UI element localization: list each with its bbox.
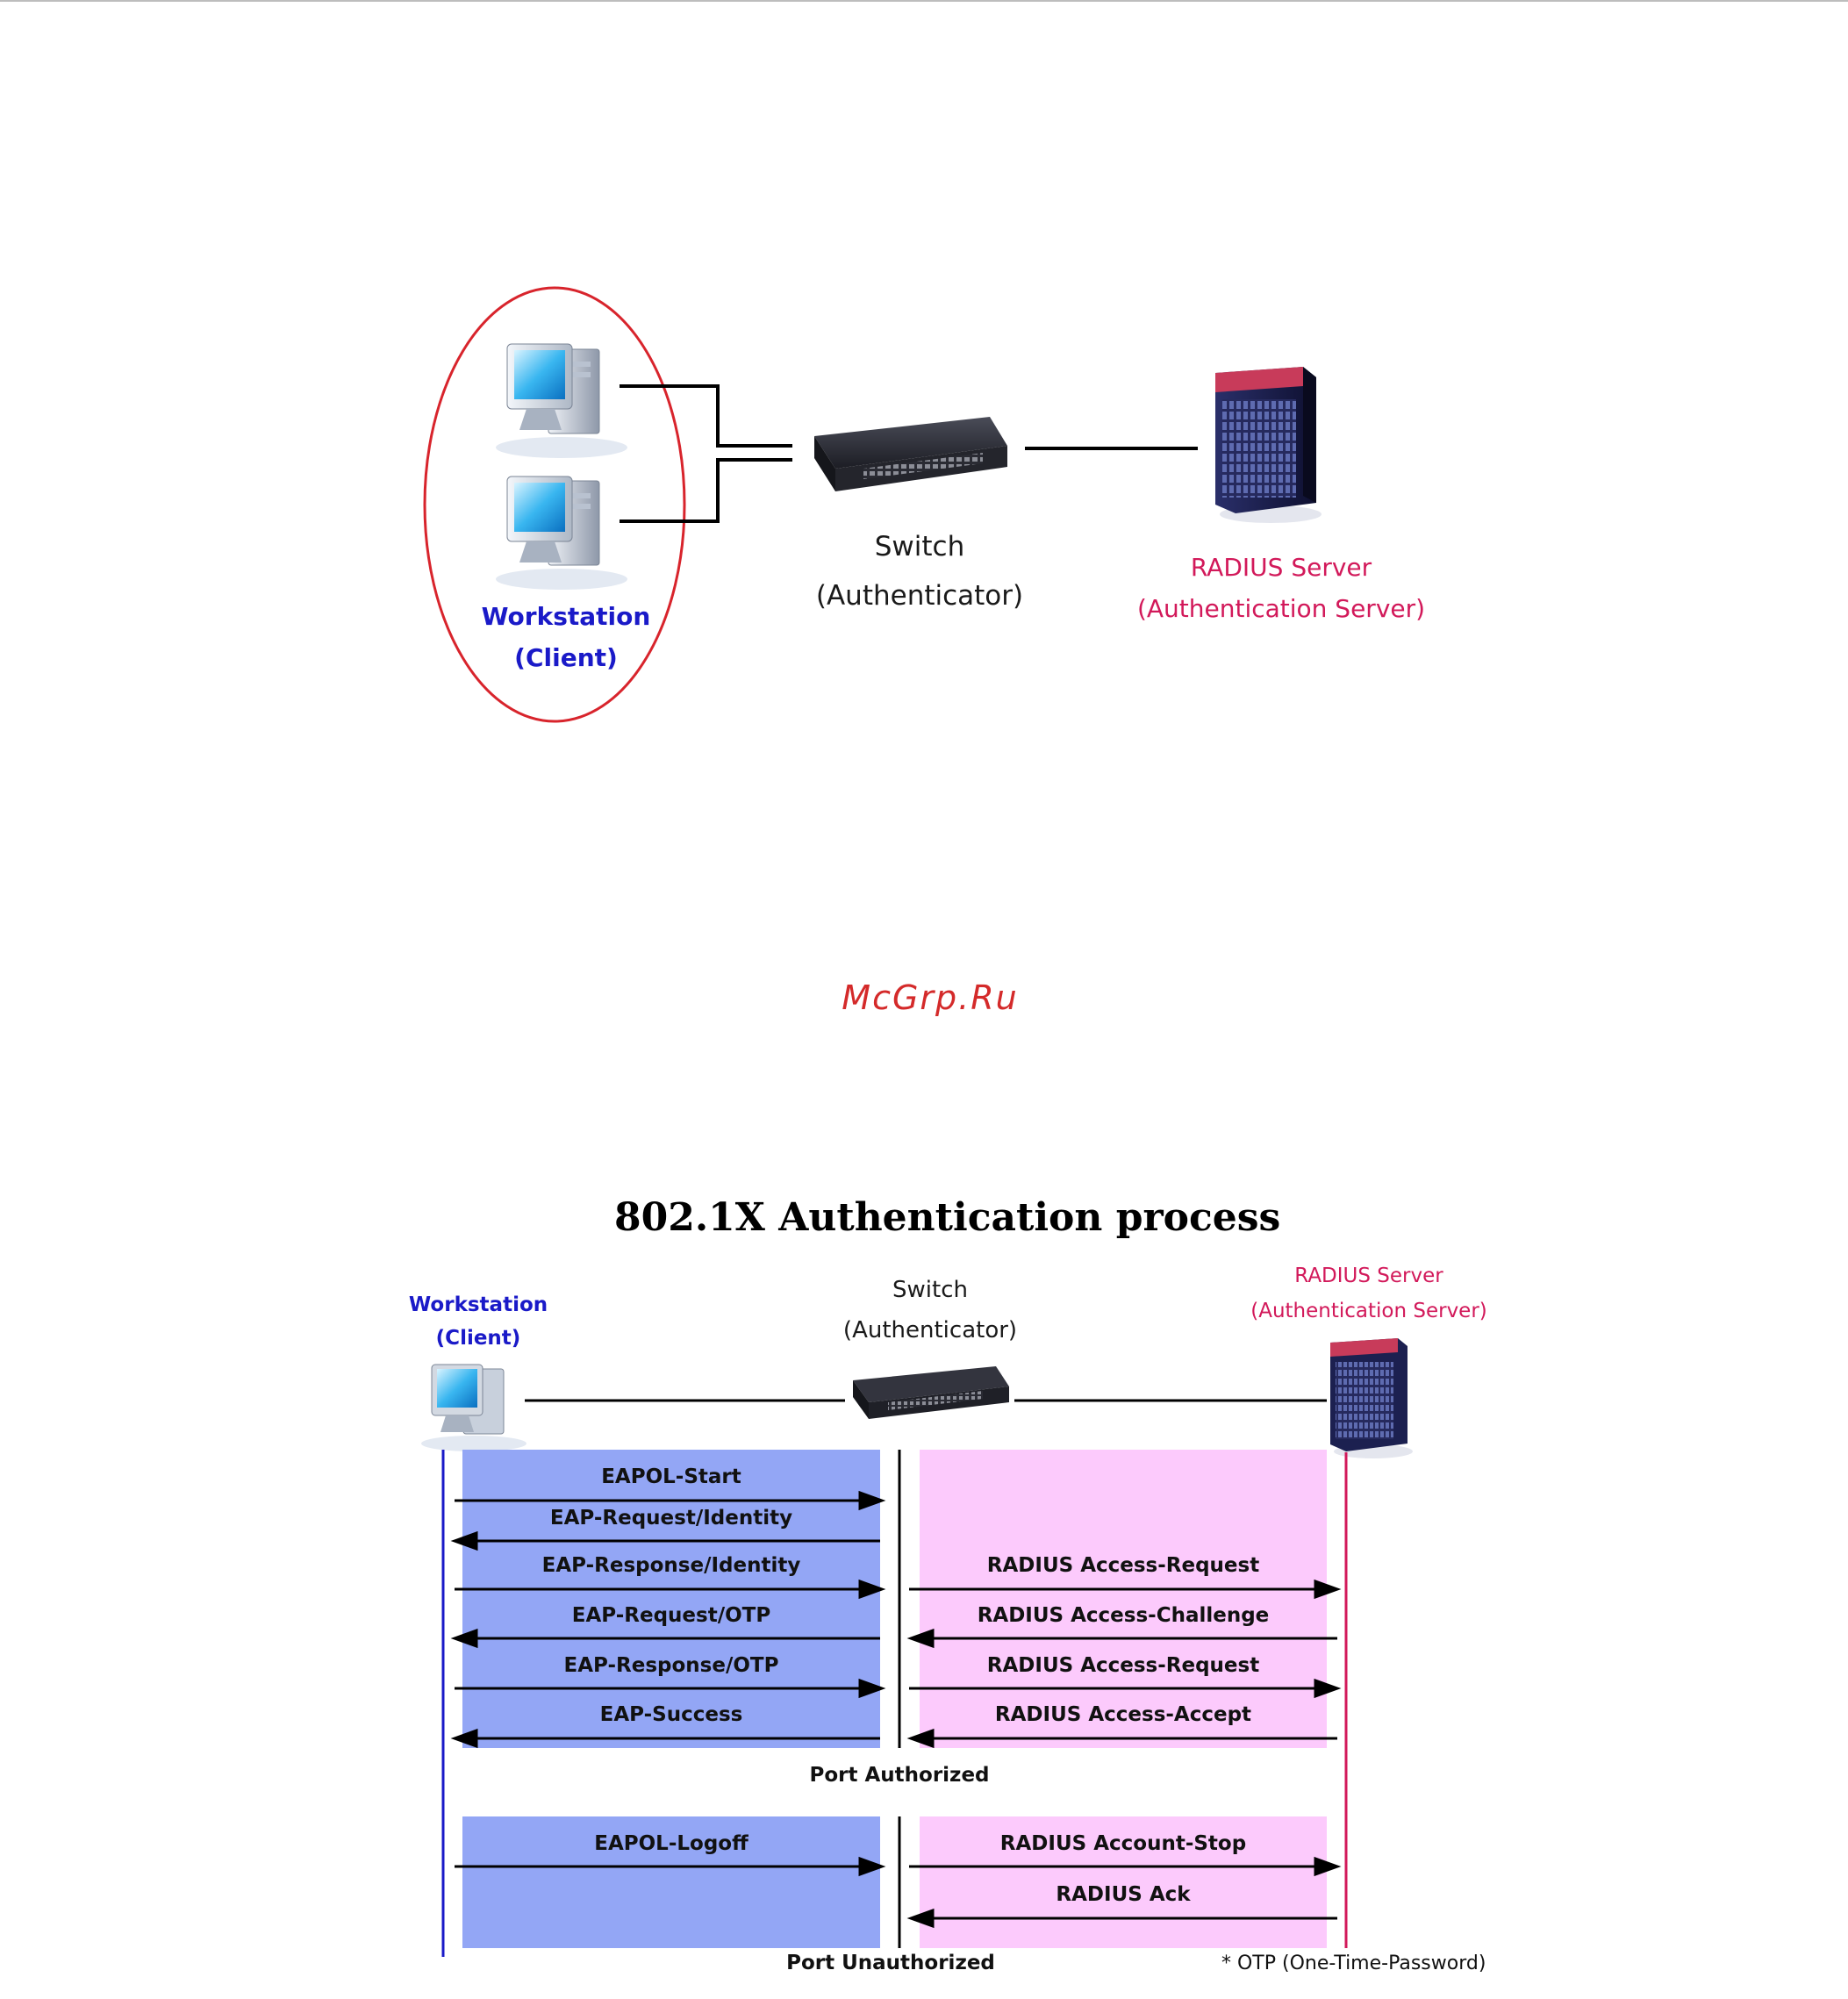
process-radius-sublabel: (Authentication Server) [1250,1300,1487,1322]
msg-radius-access-request: RADIUS Access-Request [986,1654,1260,1677]
msg-radius-access-request: RADIUS Access-Request [986,1554,1260,1577]
msg-eapol-logoff: EAPOL-Logoff [594,1832,749,1855]
workstation-icon [421,1364,526,1451]
msg-radius-access-challenge: RADIUS Access-Challenge [977,1604,1270,1627]
client-group-ellipse [423,286,686,723]
client-link [620,384,792,523]
msg-eap-request-otp: EAP-Request/OTP [571,1604,771,1627]
msg-eap-response-otp: EAP-Response/OTP [563,1654,779,1677]
radius-server-icon [1215,367,1322,523]
workstation-icon [496,476,627,590]
workstation-label: Workstation [481,602,651,631]
process-workstation-label: Workstation [408,1293,548,1316]
process-radius-label: RADIUS Server [1294,1265,1443,1287]
switch-label: Switch [874,531,965,562]
msg-eap-success: EAP-Success [599,1703,743,1726]
server-logoff-panel [920,1816,1327,1948]
process-title: 802.1X Authentication process [614,1195,1281,1240]
switch-sublabel: (Authenticator) [815,580,1024,612]
radius-sublabel: (Authentication Server) [1136,594,1426,623]
server-exchange-panel [920,1450,1327,1748]
switch-icon [814,417,1007,491]
process-switch-sublabel: (Authenticator) [842,1317,1018,1343]
process-workstation-sublabel: (Client) [435,1327,521,1350]
process-switch-label: Switch [892,1277,968,1303]
radius-label: RADIUS Server [1190,553,1372,582]
client-arrows [450,1490,886,1877]
msg-radius-ack: RADIUS Ack [1056,1883,1191,1906]
workstation-icon [496,343,627,458]
msg-eapol-start: EAPOL-Start [601,1465,741,1488]
workstation-sublabel: (Client) [514,643,618,672]
port-unauthorized-label: Port Unauthorized [786,1952,995,1974]
port-authorized-label: Port Authorized [809,1764,990,1787]
msg-radius-access-accept: RADIUS Access-Accept [994,1703,1252,1726]
top-border [0,0,1848,2]
otp-footnote: * OTP (One-Time-Password) [1221,1952,1486,1974]
msg-eap-response-identity: EAP-Response/Identity [541,1554,801,1577]
watermark: McGrp.Ru [842,978,1019,1017]
client-logoff-panel [462,1816,880,1948]
server-arrows [906,1579,1342,1929]
msg-eap-request-identity: EAP-Request/Identity [549,1507,793,1530]
msg-radius-account-stop: RADIUS Account-Stop [999,1832,1247,1855]
switch-icon [853,1366,1009,1419]
radius-server-icon [1330,1338,1413,1458]
